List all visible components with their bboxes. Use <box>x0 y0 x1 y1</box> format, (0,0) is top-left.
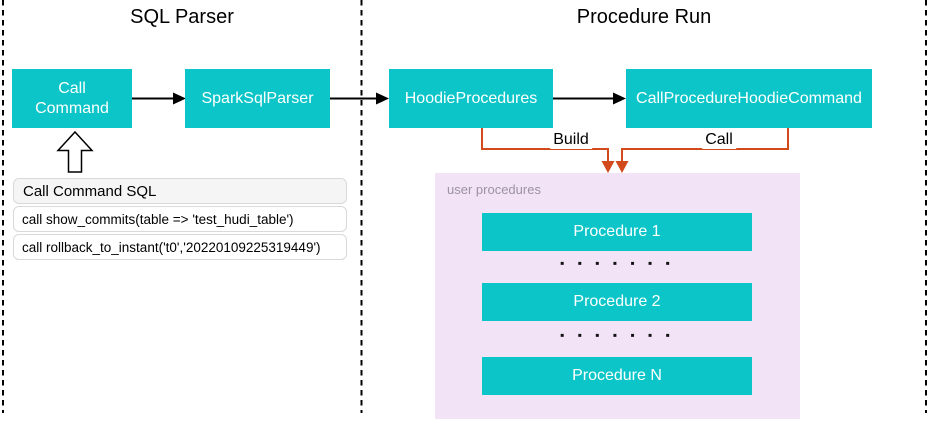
arrow-sparksqlparser-to-hoodieprocedures <box>330 92 389 105</box>
arrow-hoodieprocedures-to-callprocedurehoodiecommand <box>553 92 626 105</box>
build-edge-label: Build <box>550 131 592 149</box>
procedure-box-2: Procedure 2 <box>482 283 752 321</box>
sql-panel-header: Call Command SQL <box>13 178 347 204</box>
ellipsis-dots-top: ▪ ▪ ▪ ▪ ▪ ▪ ▪ <box>560 256 675 270</box>
procedure-box-1: Procedure 1 <box>482 213 752 251</box>
sql-panel: Call Command SQL call show_commits(table… <box>13 178 347 260</box>
orange-call-connector <box>615 128 789 173</box>
sql-row-rollback-to-instant: call rollback_to_instant('t0','202201092… <box>13 234 347 260</box>
ellipsis-dots-bottom: ▪ ▪ ▪ ▪ ▪ ▪ ▪ <box>560 328 675 342</box>
user-procedures-label: user procedures <box>447 182 541 197</box>
node-callprocedurehoodiecommand-label: CallProcedureHoodieCommand <box>636 89 862 107</box>
call-edge-label: Call <box>702 131 736 149</box>
node-call-command: Call Command <box>12 69 132 128</box>
node-hoodieprocedures: HoodieProcedures <box>389 69 553 128</box>
sql-parser-section-title: SQL Parser <box>130 6 234 28</box>
procedure-n-label: Procedure N <box>572 367 662 384</box>
procedure-run-section-title: Procedure Run <box>576 6 712 28</box>
node-call-command-label: Call Command <box>35 79 109 117</box>
node-hoodieprocedures-label: HoodieProcedures <box>404 89 538 107</box>
sql-row-show-commits: call show_commits(table => 'test_hudi_ta… <box>13 206 347 232</box>
procedure-2-label: Procedure 2 <box>573 293 661 310</box>
hollow-up-arrow <box>56 130 94 173</box>
node-callprocedurehoodiecommand: CallProcedureHoodieCommand <box>626 69 872 128</box>
arrow-callcommand-to-sparksqlparser <box>132 92 186 105</box>
user-procedures-container: user procedures Procedure 1 ▪ ▪ ▪ ▪ ▪ ▪ … <box>435 173 800 419</box>
node-sparksqlparser: SparkSqlParser <box>185 69 330 128</box>
procedure-box-n: Procedure N <box>482 357 752 395</box>
procedure-1-label: Procedure 1 <box>573 223 661 240</box>
orange-build-connector <box>481 128 615 173</box>
node-sparksqlparser-label: SparkSqlParser <box>201 89 314 107</box>
